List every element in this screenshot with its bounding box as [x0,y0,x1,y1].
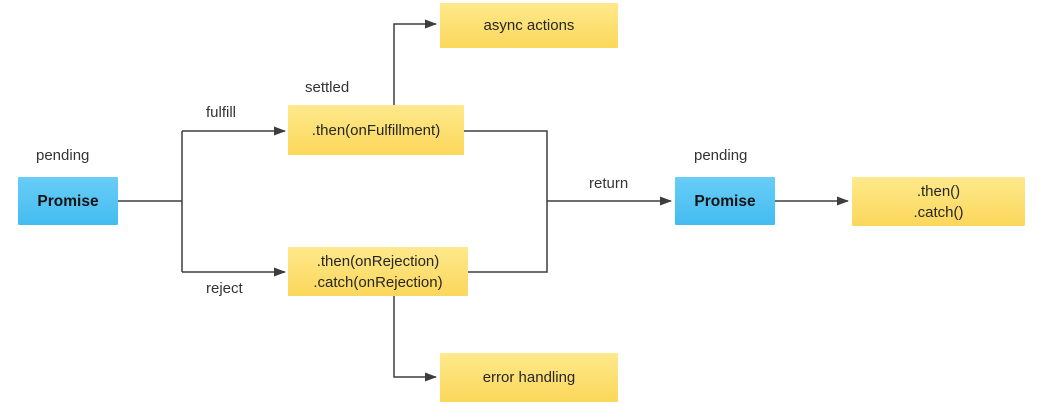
node-async-actions-label: async actions [483,17,575,34]
node-catch-onrejection-line2: .catch(onRejection) [313,273,443,291]
node-then-onfulfillment-label: .then(onFulfillment) [311,121,441,139]
node-then-onrejection-line1: .then(onRejection) [316,252,440,270]
label-pending-right: pending [694,147,748,164]
node-promise-right: Promise [675,177,775,225]
label-fulfill: fulfill [206,104,237,121]
node-async-actions: async actions [440,3,618,48]
node-catch-line2: .catch() [913,203,964,221]
label-pending-left: pending [36,147,90,164]
label-reject: reject [206,280,243,297]
node-then-onfulfillment: .then(onFulfillment) [288,105,464,155]
node-then-catch-onrejection: .then(onRejection) .catch(onRejection) [288,247,468,296]
node-promise-left: Promise [18,177,118,225]
edge-to-error-handling [393,296,437,382]
label-settled: settled [305,79,350,96]
node-promise-right-label: Promise [694,192,756,210]
node-then-line1: .then() [916,182,961,200]
node-error-handling: error handling [440,353,618,402]
node-then-catch: .then() .catch() [852,177,1025,226]
node-promise-left-label: Promise [37,192,99,210]
edge-to-async-actions [393,19,437,105]
edge-converge-bracket [464,130,548,273]
node-error-handling-label: error handling [482,369,576,386]
label-return: return [589,175,629,192]
